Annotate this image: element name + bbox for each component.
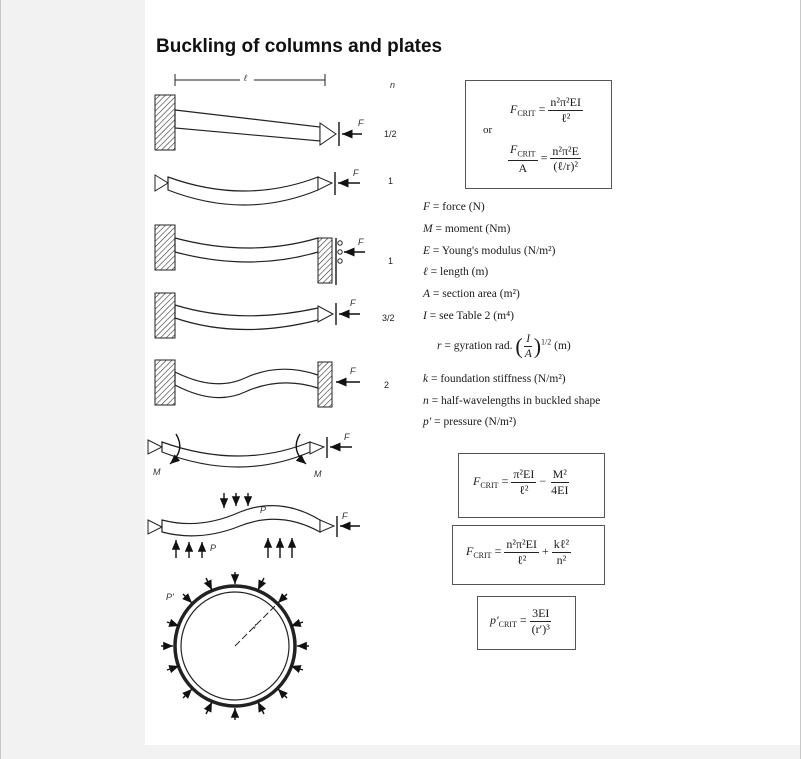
ring-equation: p′CRIT = 3EI(r′)³ xyxy=(490,606,552,636)
numerator: n²π²E xyxy=(550,143,581,160)
numerator: n²π²EI xyxy=(548,95,583,111)
definition-half-wavelengths: n = half-wavelengths in buckled shape xyxy=(423,395,601,407)
equation-box-euler xyxy=(465,80,612,189)
denominator: (ℓ/r)² xyxy=(553,159,578,174)
column-fixed-free xyxy=(154,94,362,151)
force-label-6: F xyxy=(344,432,350,442)
column-end-moments xyxy=(147,433,352,468)
definition-inertia: I = see Table 2 (m⁴) xyxy=(423,310,514,322)
definition-force: F = force (N) xyxy=(423,201,485,213)
force-label-2: F xyxy=(353,168,359,178)
moment-label-left: M xyxy=(153,467,161,477)
length-label: ℓ xyxy=(244,73,247,83)
denominator: ℓ² xyxy=(560,110,571,125)
force-label-5: F xyxy=(350,366,356,376)
force-label-3: F xyxy=(358,237,364,247)
n-value: 2 xyxy=(384,380,390,390)
force-label-7: F xyxy=(342,511,348,521)
definition-modulus: E = Young's modulus (N/m²) xyxy=(423,245,556,257)
n-value: 3/2 xyxy=(382,313,395,323)
force-label-4: F xyxy=(350,298,356,308)
ring-pressure-label: P' xyxy=(166,592,174,602)
n-value: 1/2 xyxy=(384,129,397,139)
equation-box-moments xyxy=(458,453,605,518)
definition-moment: M = moment (Nm) xyxy=(423,223,511,235)
n-value: 1 xyxy=(388,176,394,186)
equation-box-foundation xyxy=(452,525,605,585)
column-elastic-foundation xyxy=(147,493,360,558)
column-pinned-pinned xyxy=(154,172,360,206)
column-fixed-pinned xyxy=(154,292,360,339)
ring-external-pressure xyxy=(161,572,309,720)
or-label: or xyxy=(483,124,493,136)
column-fixed-fixed-2 xyxy=(154,359,360,408)
page-title: Buckling of columns and plates xyxy=(156,36,443,57)
definition-pressure: p′ = pressure (N/m²) xyxy=(423,416,517,428)
moment-label-right: M xyxy=(314,469,322,479)
lhs-sub: CRIT xyxy=(517,109,536,119)
ring-radius-label: r xyxy=(254,621,257,631)
n-header: n xyxy=(390,80,396,90)
denominator: A xyxy=(518,160,528,175)
column-fixed-fixed xyxy=(154,224,365,285)
definition-stiffness: k = foundation stiffness (N/m²) xyxy=(423,373,566,385)
lhs-sub: CRIT xyxy=(517,149,536,159)
length-dimension xyxy=(174,74,326,86)
pressure-label-bottom: P xyxy=(210,543,217,553)
definition-area: A = section area (m²) xyxy=(423,288,520,300)
force-label-1: F xyxy=(358,118,364,128)
lhs: F xyxy=(510,101,518,116)
lhs: F xyxy=(510,142,518,156)
n-value: 1 xyxy=(388,256,394,266)
pressure-label-top: P xyxy=(260,505,267,515)
equation-box-ring xyxy=(477,596,576,650)
definition-length: ℓ = length (m) xyxy=(423,266,489,278)
window-left-edge xyxy=(0,0,1,759)
